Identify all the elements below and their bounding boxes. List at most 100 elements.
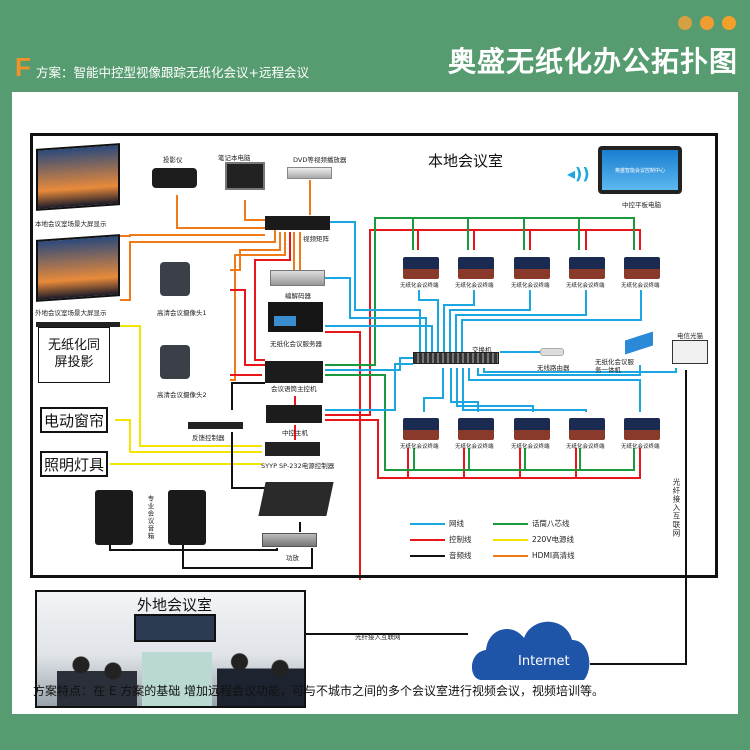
plan-subtitle: 方案：智能中控型视像跟踪无纸化会议+远程会议 [36, 65, 309, 80]
terminal-label: 无纸化会议终端 [511, 444, 550, 450]
legend-item: 音频线 [410, 550, 472, 561]
terminal-icon [569, 418, 605, 440]
terminal-icon [403, 418, 439, 440]
plan-letter: F [15, 52, 31, 82]
legend-label: 控制线 [449, 535, 472, 544]
terminal-label: 无纸化会议终端 [566, 444, 605, 450]
legend-label: 音频线 [449, 551, 472, 560]
legend-item: 网线 [410, 518, 464, 529]
terminal-icon [458, 418, 494, 440]
feedback-controller-icon [188, 422, 243, 429]
terminal-label: 无纸化会议终端 [566, 283, 605, 289]
server-icon [268, 302, 323, 332]
local-room-frame [30, 133, 718, 578]
remote-table [142, 652, 212, 706]
page-title: 奥盛无纸化办公拓扑图 [447, 45, 738, 78]
legend-item: 220V电源线 [493, 534, 574, 545]
fiber-link-label: 光纤接入互联网 [355, 633, 401, 641]
remote-room-title: 外地会议室 [137, 596, 213, 614]
legend-label: 网线 [449, 519, 464, 528]
terminal-label: 无纸化会议终端 [400, 444, 439, 450]
local-screen-label: 本地会议室场景大屏显示 [35, 220, 107, 228]
terminal-label: 无纸化会议终端 [455, 444, 494, 450]
codec-icon [270, 270, 325, 286]
legend-label: 220V电源线 [532, 535, 574, 544]
terminal-icon [624, 257, 660, 279]
local-room-title: 本地会议室 [428, 152, 504, 170]
video-matrix-icon [265, 216, 330, 230]
power-lines [110, 325, 262, 465]
laptop-icon [225, 162, 265, 190]
projector-icon [152, 168, 197, 188]
remote-room-photo: 外地会议室 [35, 590, 306, 708]
internet-label: Internet [518, 654, 570, 669]
conf-host-label: 会议语筒主控机 [271, 385, 317, 393]
terminal-icon [458, 257, 494, 279]
mixer-icon [258, 482, 334, 516]
laptop-label: 笔记本电脑 [218, 154, 251, 162]
optical-modem-label: 电信光猫 [677, 332, 703, 340]
central-host-label: 中控主机 [282, 429, 308, 437]
projection-screen-bar [36, 322, 120, 327]
speaker-left-icon [95, 490, 133, 545]
legend-item: 话筒八芯线 [493, 518, 570, 529]
hdmi-lines [120, 180, 311, 381]
legend-item: HDMI高清线 [493, 550, 575, 561]
camera-1-label: 高清会议摄像头1 [157, 309, 207, 317]
local-screen-display [36, 143, 120, 211]
kiosk-label: 无纸化会议服务一体机 [595, 358, 634, 375]
remote-video-screen [134, 614, 216, 642]
terminal-icon [403, 257, 439, 279]
terminal-label: 无纸化会议终端 [511, 283, 550, 289]
camera-2-icon [160, 345, 190, 379]
remote-screen-label: 外地会议室场景大屏显示 [35, 309, 107, 317]
speaker-right-icon [168, 490, 206, 545]
camera-1-icon [160, 262, 190, 296]
network-lines [325, 221, 677, 412]
dot-3 [722, 16, 736, 30]
power-controller-icon [265, 442, 320, 456]
terminal-label: 无纸化会议终端 [621, 283, 660, 289]
lighting-box: 照明灯具 [40, 451, 108, 477]
server-label: 无纸化会议服务器 [270, 340, 322, 348]
switch-icon [413, 352, 499, 364]
legend: 网线 话筒八芯线 控制线 220V电源线 音频线 HDMI高清线 [405, 513, 605, 563]
legend-label: 话筒八芯线 [532, 519, 570, 528]
decorative-dots [678, 16, 736, 30]
remote-people-right [217, 642, 304, 706]
dot-2 [700, 16, 714, 30]
wifi-icon: ◂)) [567, 164, 590, 183]
legend-item: 控制线 [410, 534, 472, 545]
control-lines [230, 229, 641, 580]
audio-lines [109, 370, 687, 665]
terminal-label: 无纸化会议终端 [621, 444, 660, 450]
conf-host-icon [265, 361, 323, 383]
dvd-label: DVD等视频播放器 [293, 156, 347, 164]
projection-screen: 无纸化同屏投影 [38, 327, 110, 383]
terminal-label: 无纸化会议终端 [400, 283, 439, 289]
power-controller-label: SYYP SP-232电源控制器 [261, 462, 335, 470]
legend-label: HDMI高清线 [532, 551, 575, 560]
fiber-vertical-label: 光纤接入互联网 [672, 478, 681, 538]
speakers-label: 专业会议音箱 [146, 495, 154, 540]
amplifier-label: 功放 [286, 554, 299, 562]
optical-modem-icon [672, 340, 708, 364]
remote-screen-display [36, 234, 120, 302]
codec-label: 编解码器 [285, 292, 311, 300]
central-host-icon [266, 405, 322, 423]
router-icon [540, 348, 564, 356]
dvd-icon [287, 167, 332, 179]
amplifier-icon [262, 533, 317, 547]
terminal-label: 无纸化会议终端 [455, 283, 494, 289]
remote-people-left [57, 647, 137, 706]
mic-lines [325, 217, 635, 471]
dot-1 [678, 16, 692, 30]
terminal-icon [569, 257, 605, 279]
projector-label: 投影仪 [163, 156, 183, 164]
curtain-box: 电动窗帘 [40, 407, 108, 433]
plan-feature-text: 方案特点：在 E 方案的基础 增加远程会议功能，可与不城市之间的多个会议室进行视… [33, 684, 605, 698]
terminal-icon [624, 418, 660, 440]
tablet-screen-text: 奥盛智能会议控制中心 [602, 150, 678, 190]
video-matrix-label: 视频矩阵 [303, 235, 329, 243]
